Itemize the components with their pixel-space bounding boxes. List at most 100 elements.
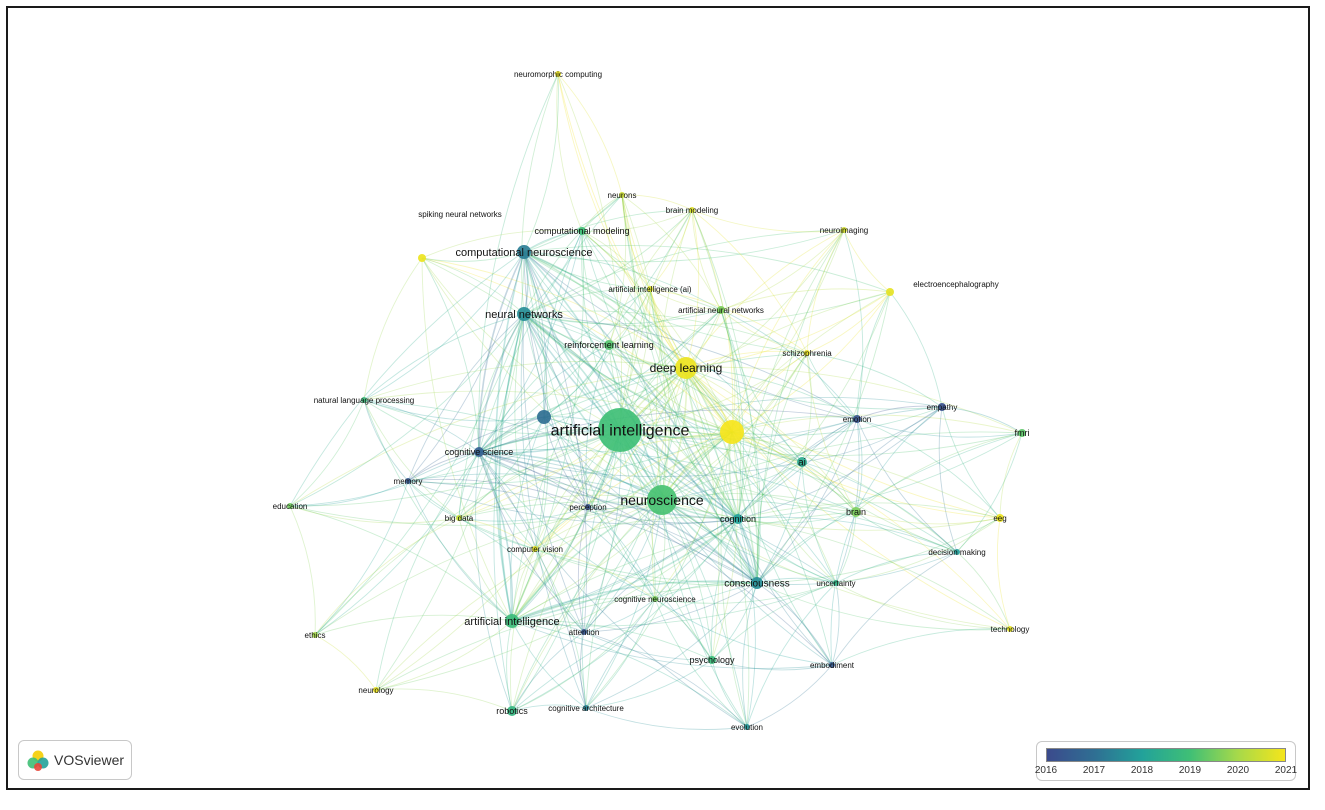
node-attention[interactable] — [581, 629, 587, 635]
edge-comp_neuro-natural_language_processing — [363, 251, 525, 401]
node-label-cognitive_neuroscience[interactable]: cognitive neuroscience — [614, 595, 696, 604]
node-embodiment[interactable] — [829, 662, 835, 668]
node-cognitive_neuroscience[interactable] — [652, 596, 658, 602]
edge-reinforcement_learning-perception — [585, 344, 610, 508]
node-ai_main[interactable] — [598, 408, 642, 452]
node-reinforcement_learning[interactable] — [604, 340, 614, 350]
node-label-deep_learning[interactable]: deep learning — [650, 361, 723, 375]
node-evolution[interactable] — [744, 724, 750, 730]
node-label-comp_neuro[interactable]: computational neuroscience — [456, 247, 593, 259]
node-label-ai_second[interactable]: artificial intelligence — [464, 616, 559, 628]
node-label-computer_vision[interactable]: computer vision — [507, 545, 563, 554]
node-label-psychology[interactable]: psychology — [689, 655, 735, 665]
node-label-evolution[interactable]: evolution — [731, 723, 763, 732]
node-artificial_neural_networks[interactable] — [717, 306, 725, 314]
node-brain_modeling[interactable] — [689, 207, 695, 213]
node-neuroimaging[interactable] — [841, 227, 847, 233]
node-label-electroencephalography[interactable]: electroencephalography — [913, 280, 998, 289]
node-label-cognition[interactable]: cognition — [720, 514, 756, 524]
node-neural_networks[interactable] — [517, 307, 531, 321]
node-label-brain[interactable]: brain — [846, 507, 866, 517]
edge-ai_main-ai_short — [619, 428, 803, 463]
node-label-neuromorphic_computing[interactable]: neuromorphic computing — [514, 70, 602, 79]
node-label-decision_making[interactable]: decision making — [928, 548, 985, 557]
node-ai_short[interactable] — [797, 457, 807, 467]
node-label-attention[interactable]: attention — [569, 628, 600, 637]
node-eeg[interactable] — [996, 514, 1004, 522]
node-big_data[interactable] — [456, 515, 462, 521]
node-label-ai_main[interactable]: artificial intelligence — [551, 423, 690, 440]
node-label-natural_language_processing[interactable]: natural language processing — [314, 396, 415, 405]
node-neuromorphic_computing[interactable] — [555, 71, 561, 77]
node-label-embodiment[interactable]: embodiment — [810, 661, 855, 670]
node-label-perception[interactable]: perception — [569, 503, 606, 512]
node-neurology[interactable] — [373, 687, 379, 693]
node-label-technology[interactable]: technology — [991, 625, 1030, 634]
vosviewer-logo[interactable]: VOSviewer — [18, 740, 132, 780]
node-natural_language_processing[interactable] — [361, 397, 367, 403]
node-cognitive_architecture[interactable] — [583, 705, 589, 711]
node-label-schizophrenia[interactable]: schizophrenia — [782, 349, 832, 358]
node-unlabeled_yellow[interactable] — [720, 420, 744, 444]
node-label-emotion[interactable]: emotion — [843, 415, 871, 424]
node-label-brain_modeling[interactable]: brain modeling — [666, 206, 718, 215]
node-brain[interactable] — [851, 507, 861, 517]
edge-cognitive_science-spiking_neural_networks — [421, 257, 480, 453]
node-neurons[interactable] — [619, 192, 625, 198]
node-robotics[interactable] — [507, 706, 517, 716]
node-label-ai_paren[interactable]: artificial intelligence (ai) — [608, 285, 691, 294]
node-label-artificial_neural_networks[interactable]: artificial neural networks — [678, 306, 764, 315]
node-technology[interactable] — [1007, 626, 1013, 632]
edge-artificial_neural_networks-schizophrenia — [720, 309, 808, 354]
node-ai_paren[interactable] — [647, 286, 653, 292]
node-computer_vision[interactable] — [532, 546, 538, 552]
node-consciousness[interactable] — [751, 577, 763, 589]
node-electroencephalography[interactable] — [886, 288, 894, 296]
node-label-education[interactable]: education — [273, 502, 308, 511]
node-label-neuroimaging[interactable]: neuroimaging — [820, 226, 868, 235]
node-unlabeled_blue[interactable] — [537, 410, 551, 424]
node-decision_making[interactable] — [954, 549, 960, 555]
node-education[interactable] — [287, 503, 293, 509]
node-perception[interactable] — [585, 504, 591, 510]
node-label-eeg[interactable]: eeg — [993, 514, 1006, 523]
node-cognition[interactable] — [733, 514, 743, 524]
node-deep_learning[interactable] — [675, 357, 697, 379]
edge-comp_neuro-cognitive_neuroscience — [523, 251, 656, 600]
node-empathy[interactable] — [938, 403, 946, 411]
node-label-robotics[interactable]: robotics — [496, 706, 528, 716]
node-label-fmri[interactable]: fmri — [1015, 428, 1030, 438]
node-psychology[interactable] — [708, 656, 716, 664]
node-label-computational_modeling[interactable]: computational modeling — [534, 226, 629, 236]
node-label-cognitive_architecture[interactable]: cognitive architecture — [548, 704, 624, 713]
node-label-neural_networks[interactable]: neural networks — [485, 309, 563, 321]
node-label-neurons[interactable]: neurons — [608, 191, 637, 200]
node-label-cognitive_science[interactable]: cognitive science — [445, 447, 514, 457]
node-computational_modeling[interactable] — [578, 227, 586, 235]
node-uncertainty[interactable] — [833, 580, 839, 586]
node-label-ethics[interactable]: ethics — [305, 631, 326, 640]
node-label-big_data[interactable]: big data — [445, 514, 474, 523]
node-label-uncertainty[interactable]: uncertainty — [816, 579, 855, 588]
node-ethics[interactable] — [312, 632, 318, 638]
node-fmri[interactable] — [1018, 429, 1026, 437]
node-label-neurology[interactable]: neurology — [358, 686, 393, 695]
node-label-neuroscience[interactable]: neuroscience — [620, 492, 703, 508]
node-cognitive_science[interactable] — [474, 447, 484, 457]
node-neuroscience[interactable] — [647, 485, 677, 515]
node-label-ai_short[interactable]: ai — [798, 458, 806, 469]
node-label-spiking_neural_networks[interactable]: spiking neural networks — [418, 210, 502, 219]
node-label-empathy[interactable]: empathy — [927, 403, 958, 412]
node-comp_neuro[interactable] — [517, 245, 531, 259]
edge-ai_main-psychology — [619, 429, 713, 661]
node-emotion[interactable] — [853, 415, 861, 423]
node-spiking_neural_networks[interactable] — [418, 254, 426, 262]
node-label-memory[interactable]: memory — [394, 477, 423, 486]
node-ai_second[interactable] — [505, 614, 519, 628]
node-schizophrenia[interactable] — [804, 350, 810, 356]
node-label-reinforcement_learning[interactable]: reinforcement learning — [564, 340, 654, 350]
node-memory[interactable] — [405, 478, 411, 484]
node-label-consciousness[interactable]: consciousness — [724, 579, 790, 590]
edge-deep_learning-neurons — [621, 194, 687, 369]
